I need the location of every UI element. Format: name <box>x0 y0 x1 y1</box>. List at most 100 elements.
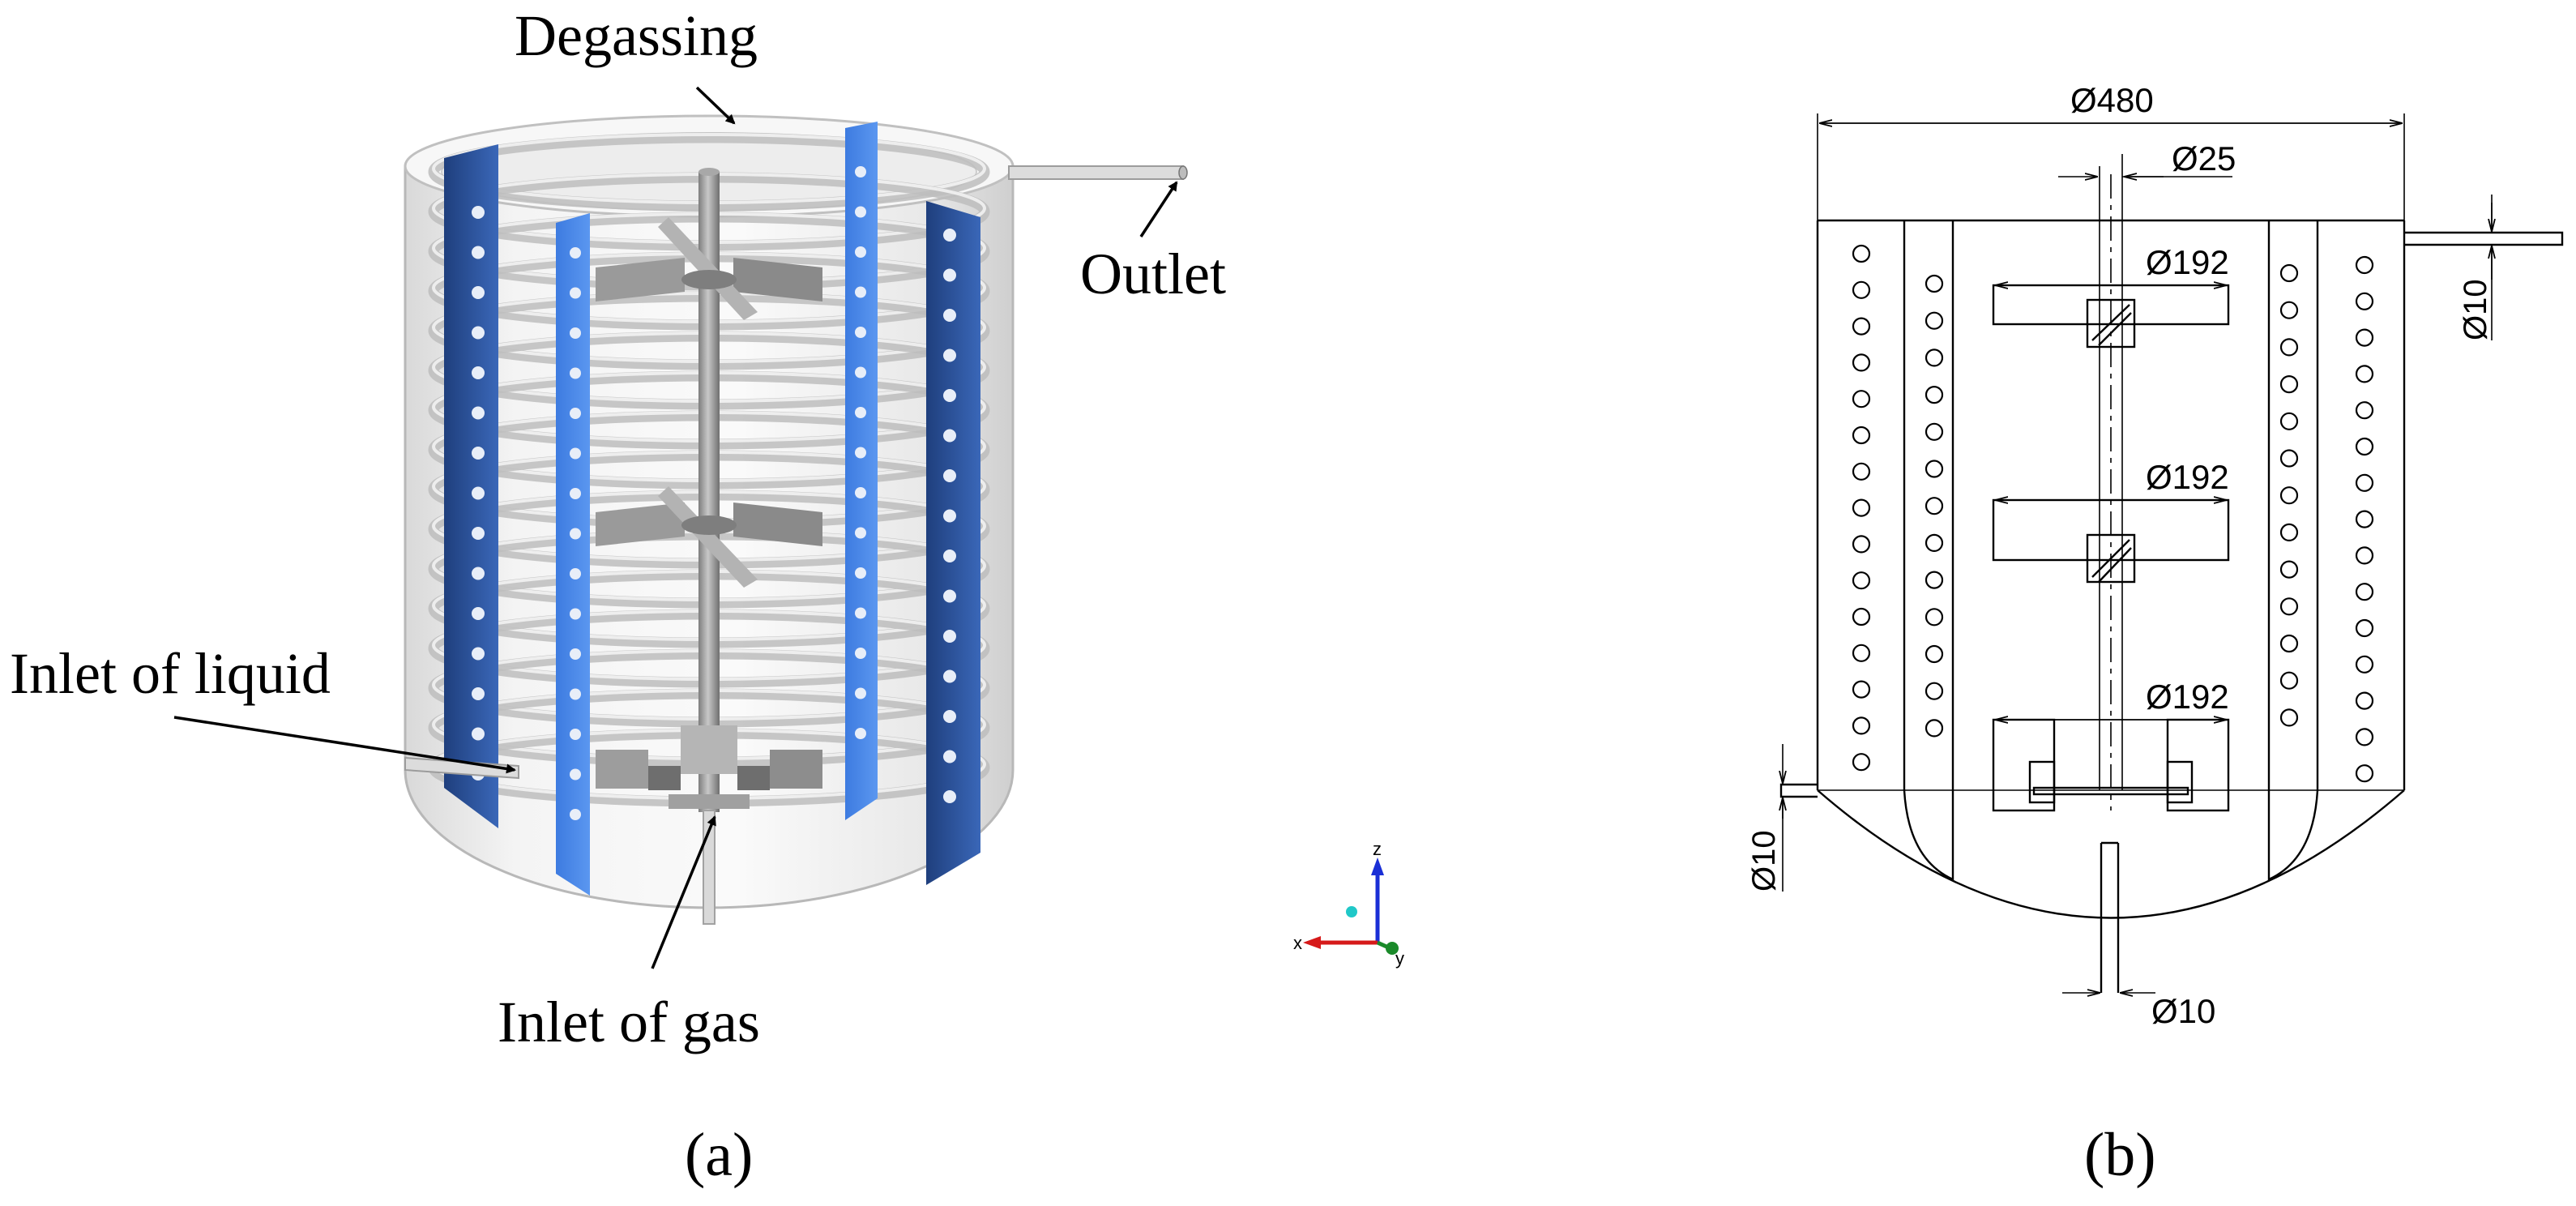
baffle-hole <box>943 750 956 763</box>
baffle-hole <box>855 527 866 539</box>
baffle-hole <box>855 327 866 338</box>
coil-hole <box>2279 634 2299 653</box>
coil-hole <box>1852 390 1871 408</box>
inlet-liquid-label: Inlet of liquid <box>10 641 331 706</box>
baffle-hole <box>570 688 581 700</box>
panel-a: Degassing Outlet Inlet of liquid Inlet o… <box>10 3 1404 1189</box>
dim-shaft-diameter: Ø25 <box>2058 139 2236 220</box>
coil-hole <box>1925 386 1944 404</box>
coil-hole <box>2279 708 2299 727</box>
baffle-hole <box>570 488 581 499</box>
outlet-arrow <box>1139 181 1178 237</box>
coil-hole <box>1852 317 1871 336</box>
baffle-hole <box>570 608 581 620</box>
caption-b: (b) <box>2084 1121 2156 1189</box>
coil-hole <box>1852 426 1871 445</box>
coil-hole <box>2279 412 2299 430</box>
dim-gas-inlet-pipe-text: Ø10 <box>2151 992 2215 1030</box>
coil-hole <box>2355 618 2374 638</box>
coil-hole <box>2355 764 2374 783</box>
coil-hole <box>1852 462 1871 481</box>
dim-impeller-top-text: Ø192 <box>2146 243 2229 281</box>
baffle-hole <box>855 286 866 298</box>
baffle-hole <box>943 349 956 362</box>
dim-outlet-pipe-text: Ø10 <box>2458 279 2493 340</box>
coil-hole <box>2355 583 2374 601</box>
coil-hole <box>2355 437 2374 456</box>
baffle-hole <box>855 607 866 619</box>
baffle-hole <box>472 366 485 379</box>
baffle-hole <box>943 309 956 322</box>
baffle-hole <box>855 206 866 218</box>
baffle-hole <box>855 447 866 459</box>
baffle-hole <box>472 406 485 420</box>
coil-hole <box>2279 338 2299 357</box>
coil-hole <box>2279 301 2299 319</box>
baffle-hole <box>943 630 956 643</box>
baffle-hole <box>472 246 485 259</box>
baffle-right-inner <box>845 122 878 820</box>
baffle-hole <box>943 790 956 803</box>
dim-impeller-bottom: Ø192 <box>1996 678 2229 720</box>
coil-hole <box>1925 349 1944 367</box>
dim-gas-inlet-pipe: Ø10 <box>2062 992 2215 1030</box>
dim-inlet-liquid-pipe: Ø10 <box>1746 744 1783 892</box>
coil-holes-section <box>1852 244 2374 783</box>
gas-inlet-pipe-drawing <box>2100 841 2120 993</box>
dim-shaft-diameter-text: Ø25 <box>2172 139 2236 177</box>
baffle-hole <box>943 550 956 562</box>
coil-hole <box>2355 728 2374 746</box>
coil-hole <box>1925 719 1944 738</box>
coil-hole <box>1925 274 1944 293</box>
coil-hole <box>2279 560 2299 579</box>
coil-hole <box>2355 328 2374 347</box>
baffle-left-inner <box>556 213 590 896</box>
coil-hole <box>2355 546 2374 565</box>
baffle-hole <box>855 246 866 258</box>
coil-hole <box>1925 311 1944 330</box>
dim-impeller-mid: Ø192 <box>1996 458 2229 500</box>
coil-hole <box>1852 571 1871 590</box>
coil-hole <box>2279 486 2299 505</box>
impeller-bottom-drawing <box>1992 718 2230 812</box>
coil-hole <box>1852 280 1871 299</box>
baffle-hole <box>570 287 581 299</box>
dim-vessel-diameter: Ø480 <box>1817 81 2405 220</box>
baffle-hole <box>570 367 581 379</box>
baffle-hole <box>943 469 956 482</box>
coil-hole <box>1852 535 1871 554</box>
baffle-hole <box>570 327 581 339</box>
baffle-hole <box>570 447 581 460</box>
coil-hole <box>2279 449 2299 468</box>
shaft-drawing <box>2099 174 2123 810</box>
degassing-arrow <box>695 86 736 125</box>
dim-impeller-mid-text: Ø192 <box>2146 458 2229 496</box>
coil-hole <box>1852 753 1871 772</box>
baffle-hole <box>855 487 866 498</box>
baffle-hole <box>472 447 485 460</box>
coil-hole <box>2355 292 2374 310</box>
vessel-outline <box>1816 219 2406 919</box>
inlet-gas-label: Inlet of gas <box>498 990 760 1054</box>
baffle-hole <box>855 687 866 699</box>
dim-impeller-top: Ø192 <box>1996 243 2229 285</box>
outlet-label: Outlet <box>1080 242 1226 306</box>
baffle-hole <box>943 710 956 723</box>
coil-hole <box>1852 644 1871 662</box>
axis-triad: z x y <box>1293 839 1404 969</box>
baffle-hole <box>472 607 485 620</box>
baffle-hole <box>943 389 956 402</box>
impeller-top <box>596 217 822 320</box>
panel-b: Ø480 Ø25 Ø192 Ø192 Ø192 <box>1746 81 2564 1189</box>
coil-hole <box>2279 523 2299 542</box>
baffle-hole <box>472 527 485 540</box>
coil-hole <box>2279 671 2299 690</box>
coil-hole <box>2355 691 2374 710</box>
coil-hole <box>2355 655 2374 674</box>
coil-hole <box>2279 263 2299 283</box>
coil-hole <box>1925 422 1944 441</box>
inlet-liquid-arrow <box>173 716 516 774</box>
baffles-section <box>1903 220 2319 881</box>
baffle-hole <box>570 568 581 579</box>
baffle-hole <box>855 366 866 378</box>
